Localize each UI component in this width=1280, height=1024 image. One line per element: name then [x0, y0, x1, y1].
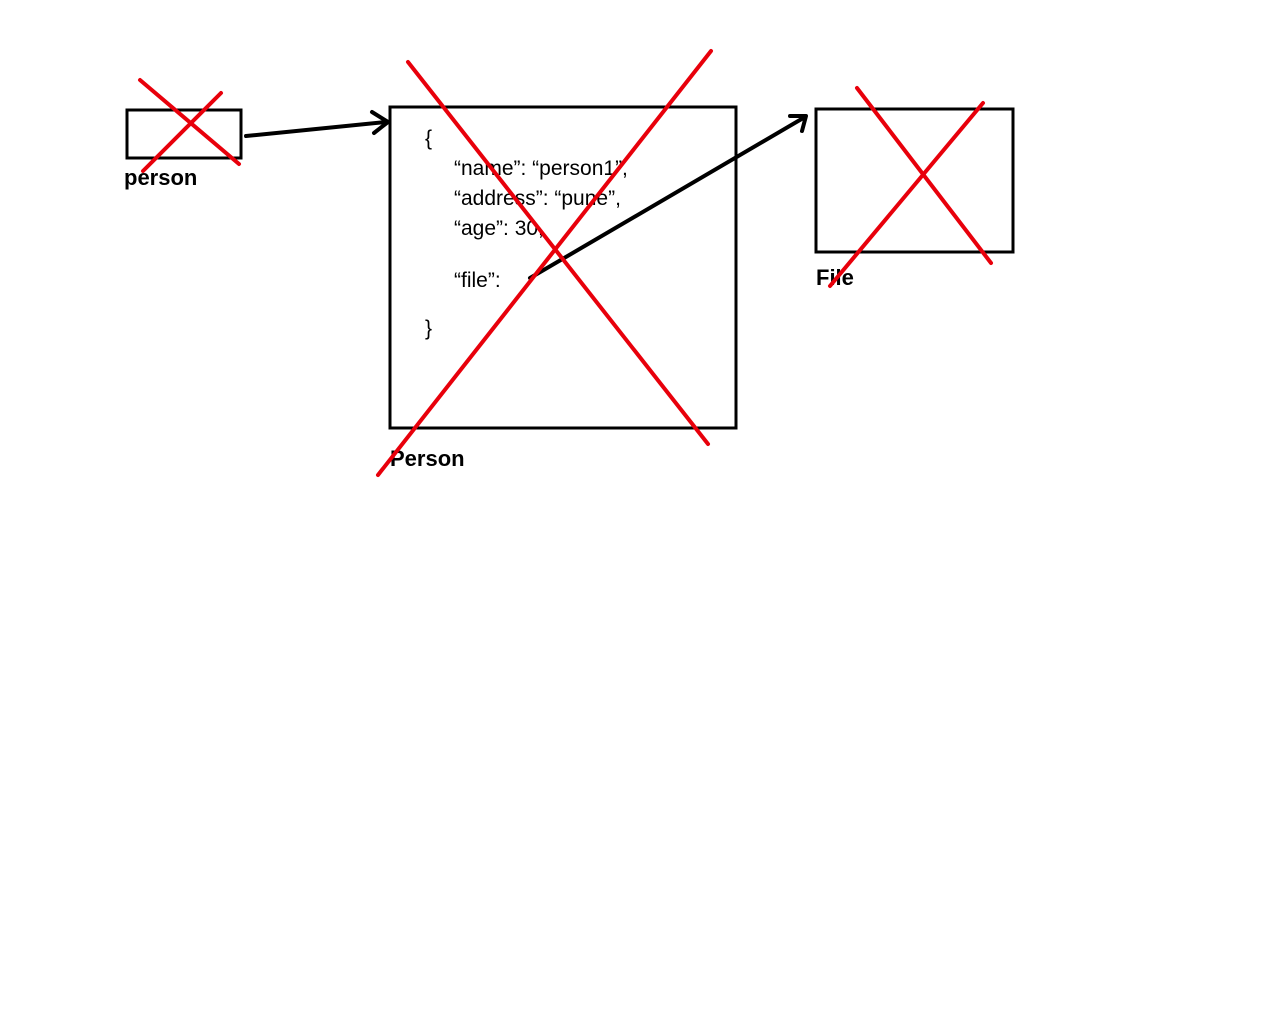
json-open-brace: { [425, 127, 432, 150]
person-variable-cross-icon [138, 78, 241, 173]
file-object-cross-icon [828, 86, 993, 288]
json-name-line: “name”: “person1”, [454, 157, 628, 180]
person-variable-box [125, 108, 243, 160]
file-object: File [814, 86, 1015, 290]
json-address-line: “address”: “pune”, [454, 187, 621, 210]
json-age-line: “age”: 30, [454, 217, 544, 240]
json-close-brace: } [425, 317, 432, 340]
person-object-cross-icon [376, 49, 713, 477]
file-reference-arrow [528, 114, 808, 280]
person-reference-arrow [244, 110, 390, 138]
file-object-box [814, 107, 1015, 254]
person-object-box [388, 105, 738, 430]
person-object-label: Person [390, 446, 465, 471]
json-file-line: “file”: [454, 269, 501, 292]
person-variable-label: person [124, 165, 197, 190]
person-variable: person [124, 78, 243, 190]
